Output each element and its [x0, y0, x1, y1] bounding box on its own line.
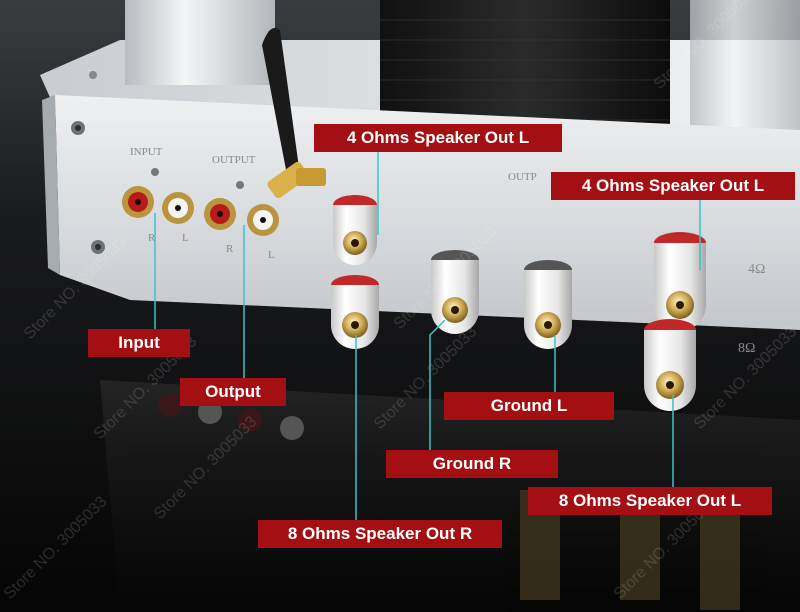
callout-4ohm-speaker-out-l-right: 4 Ohms Speaker Out L [551, 172, 795, 200]
input-channel-r: R [148, 232, 156, 244]
rca-jacks [122, 186, 279, 236]
input-heading: INPUT [130, 146, 163, 158]
output-heading: OUTPUT [212, 154, 256, 166]
callout-8ohm-speaker-out-r: 8 Ohms Speaker Out R [258, 520, 502, 548]
callout-8ohm-speaker-out-l: 8 Ohms Speaker Out L [528, 487, 772, 515]
output-channel-r: R [226, 243, 234, 255]
callout-ground-l: Ground L [444, 392, 614, 420]
impedance-8-ohm-mark: 8Ω [738, 341, 755, 356]
callout-ground-r: Ground R [386, 450, 558, 478]
callout-output: Output [180, 378, 286, 406]
leader-lines [154, 150, 701, 520]
input-channel-l: L [182, 232, 189, 244]
output-channel-l: L [268, 249, 275, 261]
callout-4ohm-speaker-out-l-top: 4 Ohms Speaker Out L [314, 124, 562, 152]
binding-posts [331, 195, 706, 411]
output-heading-right: OUTP [508, 171, 537, 183]
callout-input: Input [88, 329, 190, 357]
surface-reflection [100, 380, 800, 612]
wireless-antenna [262, 27, 326, 199]
impedance-4-ohm-mark: 4Ω [748, 262, 765, 277]
